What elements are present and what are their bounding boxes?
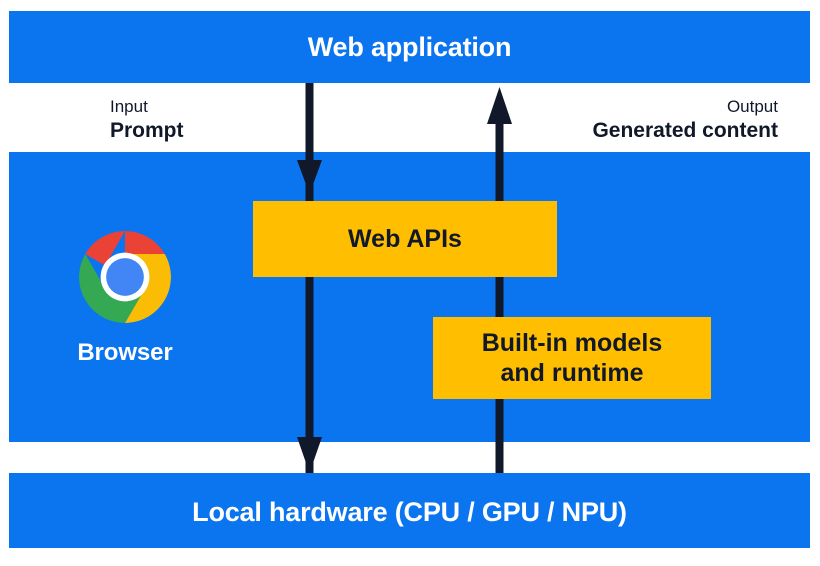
flow-label-output: Output Generated content (592, 97, 778, 143)
band-web-application: Web application (9, 11, 810, 83)
flow-output-value: Generated content (592, 118, 778, 142)
box-web-apis-label: Web APIs (348, 224, 462, 253)
chrome-logo-icon (79, 231, 171, 323)
band-web-application-label: Web application (307, 32, 512, 62)
flow-input-value: Prompt (110, 118, 184, 142)
box-built-in-models-label-line1: Built-in models (481, 328, 663, 357)
band-local-hardware-label: Local hardware (CPU / GPU / NPU) (192, 497, 627, 527)
band-local-hardware: Local hardware (CPU / GPU / NPU) (9, 473, 810, 548)
browser-label: Browser (77, 339, 173, 366)
flow-output-kind: Output (726, 97, 778, 116)
box-built-in-models-label-line2: and runtime (500, 359, 644, 387)
box-built-in-models-label: Built-in models and runtime (482, 328, 663, 389)
flow-input-kind: Input (110, 97, 148, 116)
browser-group: Browser (36, 231, 214, 367)
box-web-apis[interactable]: Web APIs (253, 201, 557, 277)
box-built-in-models[interactable]: Built-in models and runtime (433, 317, 711, 399)
flow-label-input: Input Prompt (110, 97, 184, 143)
